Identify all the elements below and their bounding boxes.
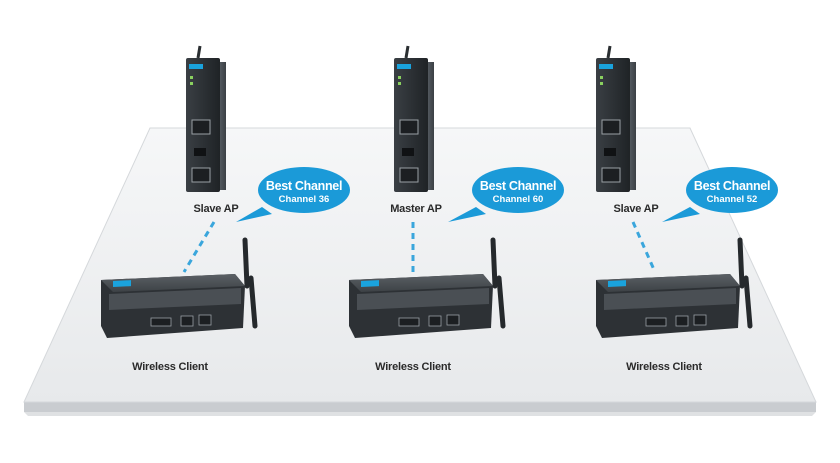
bubble-channel-2: Channel 60 — [492, 194, 544, 206]
antenna-icon — [242, 237, 250, 289]
bubble-shape — [686, 167, 778, 213]
client-label-2: Wireless Client — [375, 361, 451, 373]
wireless-client-icon — [596, 237, 753, 338]
ap-side — [628, 62, 636, 190]
bubble-tail — [662, 207, 700, 222]
channel-bubble-2: Best Channel Channel 60 — [463, 179, 573, 206]
access-point-icon — [394, 45, 434, 192]
channel-bubble-3: Best Channel Channel 52 — [677, 179, 787, 206]
client-panel — [604, 288, 736, 310]
ap-led — [190, 82, 193, 85]
ap-slot — [604, 148, 616, 156]
ap-brand-plate — [189, 64, 203, 69]
wireless-client-icon — [101, 237, 258, 338]
access-point-icon — [596, 45, 636, 192]
antenna-icon — [606, 45, 612, 59]
antenna-icon — [248, 275, 258, 329]
client-panel — [109, 288, 241, 310]
client-panel — [357, 288, 489, 310]
ethernet-port-icon — [198, 314, 212, 326]
ap-label-3: Slave AP — [613, 203, 659, 215]
client-top — [349, 274, 493, 292]
access-point-icon — [186, 45, 226, 192]
ethernet-port-icon — [191, 119, 211, 135]
antenna-icon — [196, 45, 202, 59]
client-top — [101, 274, 245, 292]
ethernet-port-icon — [601, 167, 621, 183]
ap-led — [190, 76, 193, 79]
antenna-icon — [490, 237, 498, 289]
bubble-channel-1: Channel 36 — [278, 194, 330, 206]
serial-port — [398, 317, 420, 327]
client-label-1: Wireless Client — [132, 361, 208, 373]
ap-side — [426, 62, 434, 190]
bubble-title-3: Best Channel — [693, 179, 771, 193]
ap-led — [600, 76, 603, 79]
bubble-title-2: Best Channel — [479, 179, 557, 193]
ap-led — [398, 76, 401, 79]
channel-bubble-1: Best Channel Channel 36 — [249, 179, 359, 206]
antenna-icon — [404, 45, 410, 59]
ethernet-port-icon — [601, 119, 621, 135]
antenna-icon — [743, 275, 753, 329]
bubble-shape — [258, 167, 350, 213]
bubble-channel-3: Channel 52 — [706, 194, 758, 206]
serial-port — [150, 317, 172, 327]
client-brand-plate — [113, 280, 131, 288]
ap-label-1: Slave AP — [193, 203, 239, 215]
wireless-link-1 — [182, 221, 216, 273]
ap-led — [398, 82, 401, 85]
antenna-icon — [737, 237, 745, 289]
ap-led — [600, 82, 603, 85]
ethernet-port-icon — [446, 314, 460, 326]
ethernet-port-icon — [180, 315, 194, 327]
ethernet-port-icon — [399, 119, 419, 135]
bubble-title-1: Best Channel — [265, 179, 343, 193]
bubble-tail — [236, 207, 272, 222]
ethernet-port-icon — [675, 315, 689, 327]
client-brand-plate — [361, 280, 379, 288]
client-brand-plate — [608, 280, 626, 288]
ap-label-2: Master AP — [390, 203, 442, 215]
wireless-link-3 — [631, 221, 657, 273]
antenna-icon — [496, 275, 506, 329]
ethernet-port-icon — [399, 167, 419, 183]
wireless-client-icon — [349, 237, 506, 338]
bubble-shape — [472, 167, 564, 213]
ap-side — [218, 62, 226, 190]
bubble-tail — [448, 207, 486, 222]
ethernet-port-icon — [428, 315, 442, 327]
ap-brand-plate — [397, 64, 411, 69]
client-label-3: Wireless Client — [626, 361, 702, 373]
ap-slot — [402, 148, 414, 156]
ethernet-port-icon — [693, 314, 707, 326]
client-top — [596, 274, 740, 292]
ap-slot — [194, 148, 206, 156]
serial-port — [645, 317, 667, 327]
ethernet-port-icon — [191, 167, 211, 183]
ap-brand-plate — [599, 64, 613, 69]
